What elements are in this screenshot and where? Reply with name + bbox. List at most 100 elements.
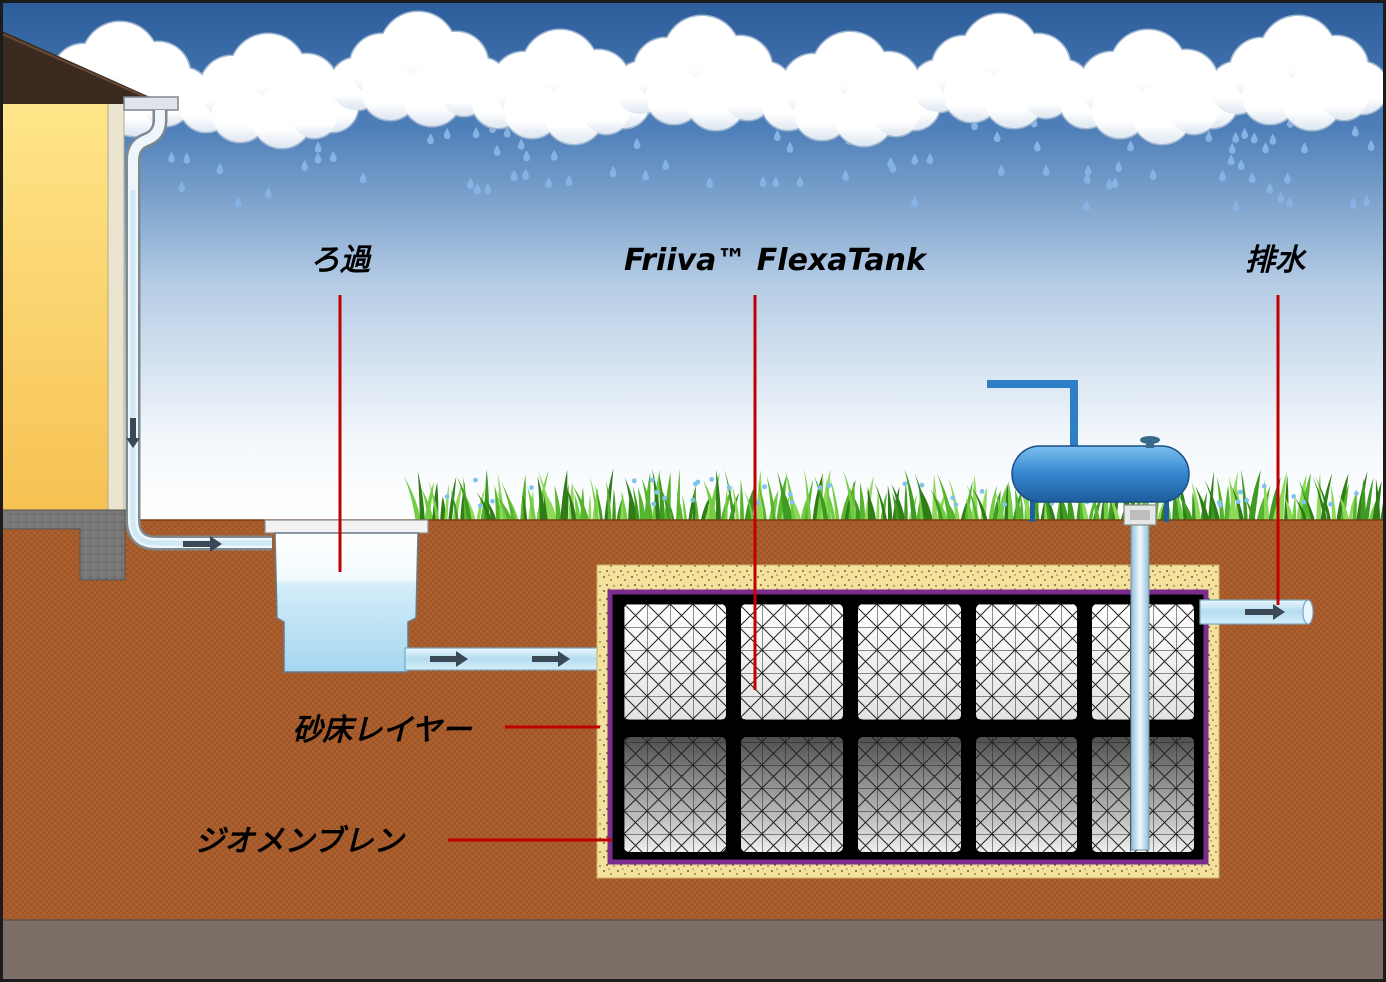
grass-blade <box>641 478 654 524</box>
dew-drop <box>1301 499 1307 505</box>
grass-blade <box>496 496 514 524</box>
dew-drop <box>654 489 660 495</box>
cloud-puff <box>1320 72 1368 120</box>
dew-drop <box>529 485 534 490</box>
raindrop <box>1248 171 1256 184</box>
grass-blade <box>547 495 558 524</box>
grass-blade <box>766 476 777 524</box>
raindrop <box>1227 154 1235 166</box>
raindrop <box>786 141 794 153</box>
grass-blade <box>612 488 616 524</box>
raindrop <box>706 176 714 188</box>
grass-blade <box>825 477 832 524</box>
dew-drop <box>1261 483 1267 489</box>
drain-pipe-end <box>1302 599 1314 625</box>
raindrop <box>329 150 337 163</box>
dew-drop <box>787 491 793 497</box>
cloud-puff <box>1022 70 1070 118</box>
raindrop <box>1219 170 1226 182</box>
grass-blade <box>589 476 600 524</box>
raindrop <box>1269 133 1277 145</box>
grass-blade <box>403 476 422 524</box>
raindrop <box>265 187 272 199</box>
riser-connector-inner <box>1130 510 1150 520</box>
grass-blade <box>700 495 711 524</box>
raindrop <box>609 165 617 178</box>
grass-blade <box>724 469 736 524</box>
raindrop <box>1286 196 1293 208</box>
grass-blade <box>732 484 740 524</box>
raindrop <box>773 129 781 141</box>
grass-blade <box>693 488 700 524</box>
dew-drop <box>477 503 483 509</box>
grass-blade <box>1088 497 1096 524</box>
raindrop <box>443 128 451 140</box>
grass-blade <box>1300 490 1316 524</box>
raindrop <box>911 153 919 165</box>
raindrop <box>1083 172 1091 184</box>
raindrop <box>565 174 573 187</box>
grass-blade <box>527 485 537 524</box>
raindrop <box>467 177 474 189</box>
raindrop <box>1262 142 1269 154</box>
grass-blade <box>421 488 434 524</box>
grass-blade <box>1316 472 1322 524</box>
grass-blade <box>935 496 949 524</box>
grass-blade <box>1330 484 1337 524</box>
raindrop <box>993 131 1001 143</box>
dew-drop <box>826 483 832 488</box>
grass-blade <box>740 478 745 524</box>
dew-drop <box>1235 499 1241 504</box>
tank-modules <box>624 604 1194 852</box>
raindrop <box>473 183 481 195</box>
cloud <box>614 16 792 130</box>
grass-blade <box>676 490 684 524</box>
grass-blade <box>572 485 590 524</box>
raindrop <box>503 126 511 138</box>
raindrop <box>1351 125 1359 137</box>
grass-blade <box>1244 497 1257 524</box>
cloud-puff <box>872 88 920 136</box>
module-lattice <box>976 737 1077 852</box>
raindrop <box>889 161 897 173</box>
raindrop <box>234 196 242 208</box>
pump-outlet-pipe <box>987 380 1078 450</box>
grass-blade <box>1364 477 1374 524</box>
label-tank: Friiva™ FlexaTank <box>624 243 928 278</box>
raindrop <box>1127 140 1134 152</box>
grass-blade <box>971 486 989 524</box>
pump-leg-right <box>1164 498 1169 522</box>
grass-blade <box>966 484 980 524</box>
raindrop <box>550 149 558 161</box>
grass-blade <box>996 484 1008 524</box>
dew-drop <box>444 494 450 499</box>
grass-blade <box>964 480 973 524</box>
tank-module <box>976 604 1077 720</box>
label-sand-layer: 砂床レイヤー <box>292 713 472 748</box>
grass-blade <box>744 490 755 524</box>
tank-module <box>741 604 843 720</box>
grass-blade <box>932 474 938 524</box>
dew-drop <box>902 481 908 487</box>
grass-blade <box>620 491 628 524</box>
dew-drop <box>789 499 795 505</box>
grass-blade <box>1067 496 1073 524</box>
raindrop <box>1241 127 1248 140</box>
dew-drop <box>651 501 657 507</box>
raindrop <box>301 159 308 171</box>
module-lattice <box>858 604 961 720</box>
grass-blade <box>522 491 528 524</box>
grass-blade <box>448 476 457 524</box>
dew-drop <box>950 495 956 501</box>
raindrop <box>178 181 186 193</box>
grass-blade <box>943 496 958 524</box>
riser-pipe <box>1130 514 1150 851</box>
grass-blade <box>1015 476 1034 524</box>
grass-blade <box>606 480 612 524</box>
grass-blade <box>564 484 569 524</box>
grass-blade <box>574 493 581 524</box>
grass-blade <box>1192 492 1197 524</box>
grass-blade <box>637 487 646 524</box>
dew-drop <box>709 477 715 482</box>
dew-drop <box>631 478 637 484</box>
